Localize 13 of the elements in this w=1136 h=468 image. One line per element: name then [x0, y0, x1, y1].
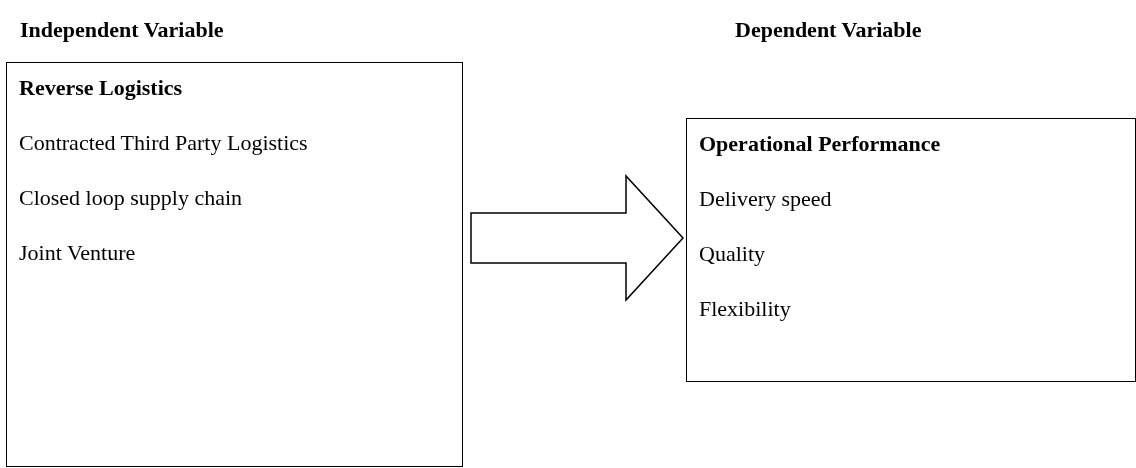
item-text: Delivery speed: [699, 186, 832, 212]
block-arrow: [470, 174, 684, 302]
column-heading: Dependent Variable: [735, 17, 922, 43]
item-text: Flexibility: [699, 296, 791, 322]
variable-box: [6, 62, 463, 467]
column-heading: Independent Variable: [20, 17, 224, 43]
item-text: Joint Venture: [19, 240, 136, 266]
item-text: Closed loop supply chain: [19, 185, 243, 211]
box-heading: Operational Performance: [699, 131, 941, 157]
item-text: Quality: [699, 241, 765, 267]
variable-box: [686, 118, 1136, 382]
box-heading: Reverse Logistics: [19, 75, 183, 101]
item-text: Contracted Third Party Logistics: [19, 130, 308, 156]
